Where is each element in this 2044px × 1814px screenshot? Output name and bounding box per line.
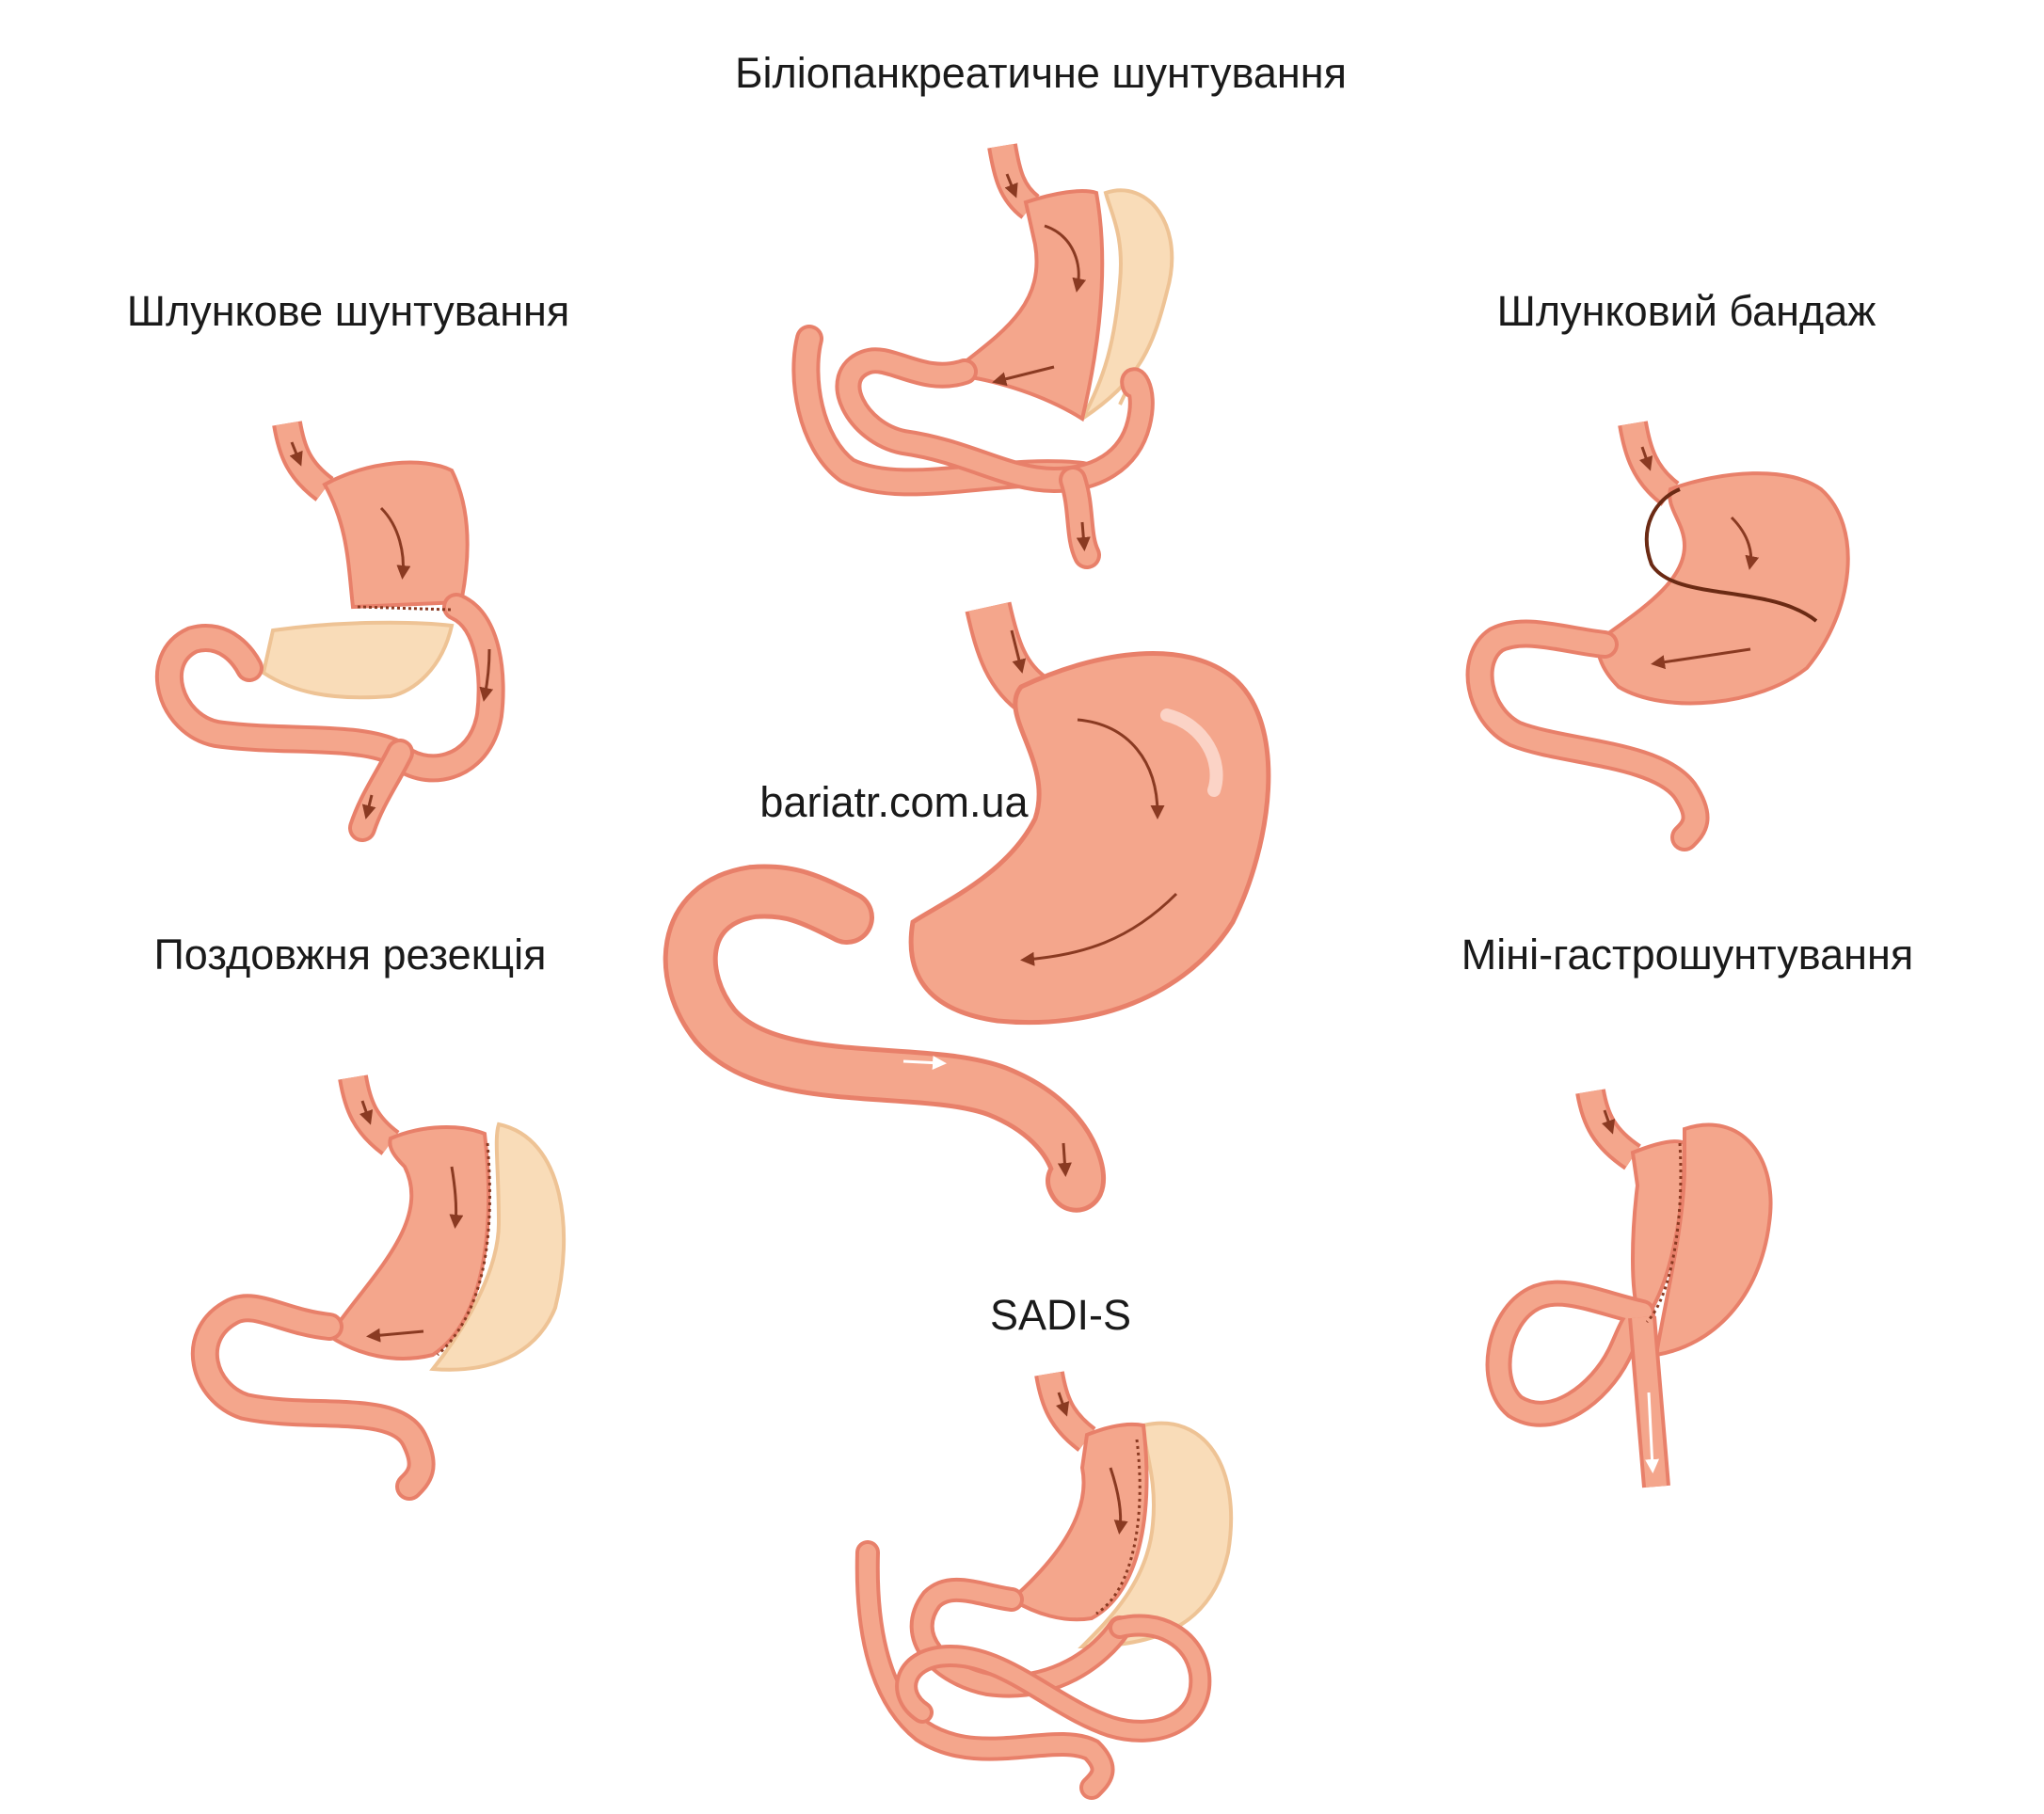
- sadi-s-stomach: [854, 1371, 1234, 1800]
- biliopancreatic-stomach: [791, 143, 1174, 569]
- mini-gastric-bypass-stomach: [1485, 1089, 1773, 1488]
- label-gastric-band: Шлунковий бандаж: [1496, 287, 1876, 335]
- label-source-site: bariatr.com.ua: [759, 778, 1029, 826]
- sleeve-gastrectomy-stomach: [190, 1074, 567, 1501]
- gastric-band-stomach: [1465, 421, 1850, 851]
- normal-stomach: [663, 601, 1271, 1213]
- label-gastric-bypass: Шлункове шунтування: [126, 287, 570, 335]
- label-mini-gastric-bypass: Міні-гастрошунтування: [1461, 931, 1914, 979]
- label-sadi-s: SADI-S: [989, 1291, 1132, 1339]
- gastric-bypass-stomach: [155, 421, 505, 842]
- label-biliopancreatic-diversion: Біліопанкреатичне шунтування: [735, 49, 1347, 97]
- label-sleeve-gastrectomy: Поздовжня резекція: [153, 931, 547, 979]
